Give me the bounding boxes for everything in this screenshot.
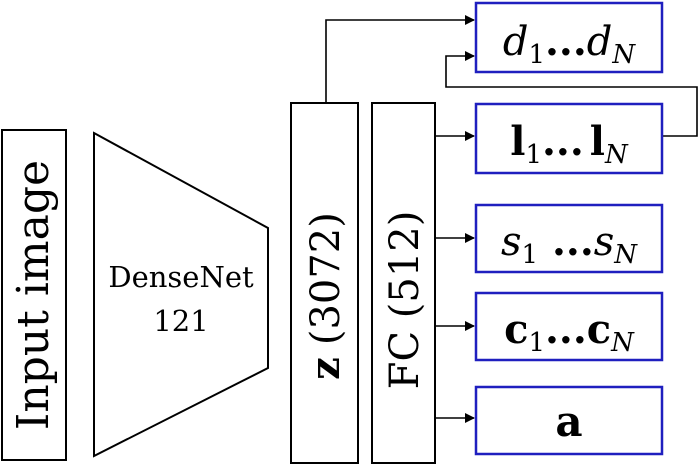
output-c-last: c: [587, 306, 611, 353]
output-c-first-sub: 1: [528, 328, 545, 358]
arrow-z-to-d: [325, 15, 475, 103]
output-l-label: l1...lN: [510, 118, 629, 170]
output-d-dots: ...: [545, 18, 587, 65]
arrow-l-to-d: [445, 51, 698, 137]
output-d-box: [474, 1, 664, 74]
output-d-label: d1...dN: [503, 18, 637, 70]
output-d-first: d: [503, 19, 529, 65]
embedding-z-block: [290, 102, 359, 464]
output-l-dots: ...: [542, 118, 584, 165]
input-image-label: Input image: [8, 160, 59, 430]
embedding-symbol: z: [302, 357, 349, 380]
output-c-dots: ...: [545, 306, 587, 353]
output-s-first-sub: 1: [522, 240, 539, 270]
densenet-label-line2: 121: [153, 304, 208, 338]
fc-block: [371, 102, 436, 464]
output-l-last-sub: N: [604, 140, 629, 170]
output-s-last: s: [594, 219, 615, 265]
input-image-box: [1, 129, 67, 461]
output-d-last: d: [587, 19, 613, 65]
output-a-label: a: [555, 397, 582, 446]
densenet-block: [93, 131, 269, 458]
fc-label: FC (512): [382, 211, 428, 390]
embedding-z-label: z (3072): [302, 212, 349, 380]
output-s-last-sub: N: [613, 240, 638, 270]
output-c-first: c: [504, 306, 528, 353]
output-s-label: s1 ...sN: [501, 218, 638, 270]
output-d-first-sub: 1: [528, 40, 545, 70]
output-c-box: [474, 291, 664, 362]
output-s-box: [474, 203, 664, 274]
output-l-last: l: [590, 118, 605, 165]
output-s-first: s: [501, 219, 522, 265]
output-l-first-sub: 1: [525, 140, 542, 170]
output-l-first: l: [510, 118, 525, 165]
output-d-last-sub: N: [611, 40, 636, 70]
output-a-box: [474, 385, 664, 456]
output-l-box: [474, 102, 664, 175]
densenet-label-line1: DenseNet: [108, 260, 254, 294]
embedding-dim: (3072): [303, 212, 349, 345]
output-c-last-sub: N: [610, 328, 635, 358]
output-s-dots: ...: [538, 218, 594, 265]
output-c-label: c1...cN: [504, 306, 635, 358]
